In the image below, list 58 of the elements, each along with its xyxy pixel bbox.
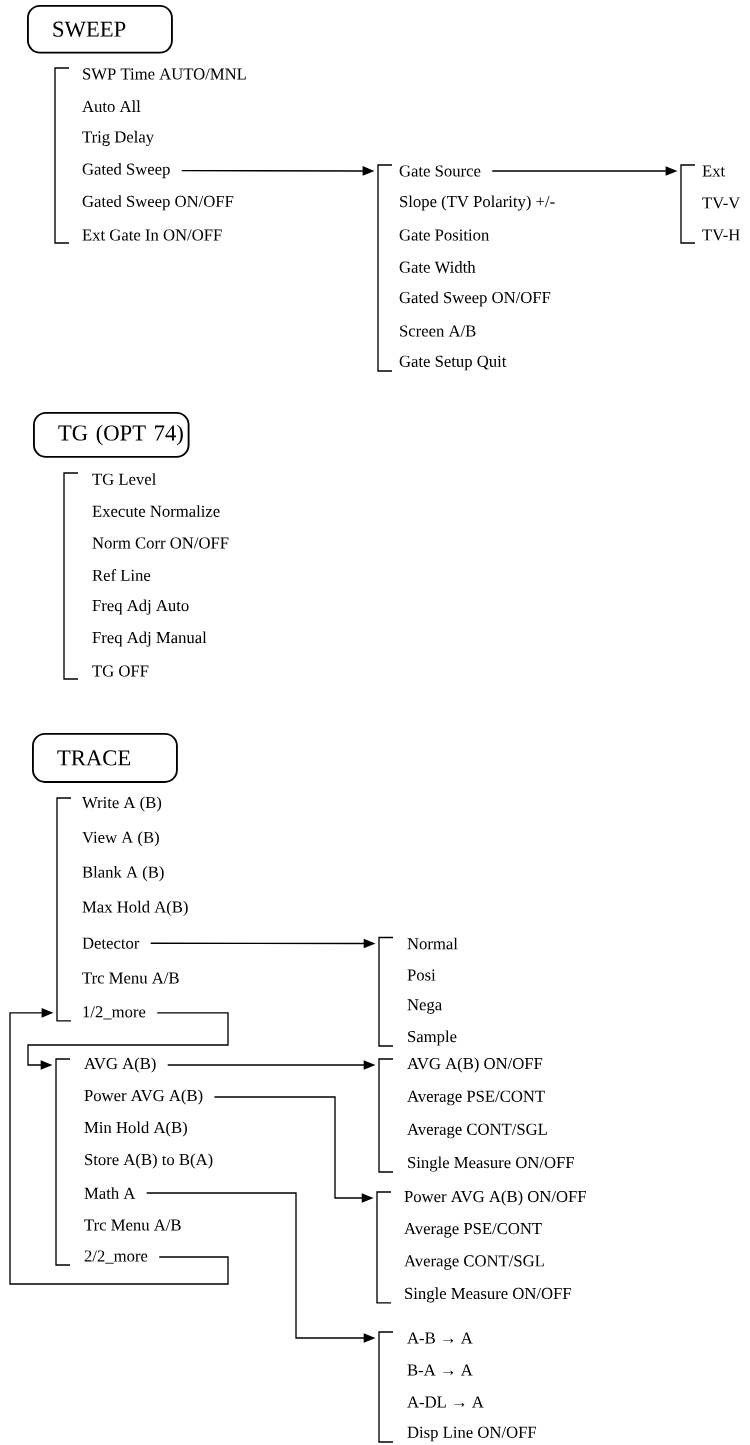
menu-item: TV-H [702,229,740,241]
menu-item: Freq Adj Manual [92,631,207,647]
arrow [27,1012,229,1070]
menu-item: AVG A(B) ON/OFF [407,1057,543,1073]
menu-item: A-B → A [407,1332,473,1344]
menu-item: 2/2_more [84,1250,148,1264]
menu-item: Gate Setup Quit [399,355,507,371]
menu-item: AVG A(B) [84,1057,156,1073]
menu-item: B-A → A [407,1364,473,1376]
menu-item: Normal [407,937,458,950]
menu-item: Execute Normalize [92,505,220,517]
menu-item: TV-V [702,197,741,209]
menu-item: Write A (B) [82,796,162,812]
menu-item: Gate Width [399,261,476,273]
menu-item: Store A(B) to B(A) [85,1153,213,1169]
menu-item: Power AVG A(B) ON/OFF [404,1190,586,1206]
menu-item: Ref Line [92,569,151,581]
menu-item: TG Level [92,473,156,485]
menu-item: Nega [407,999,442,1014]
menu-item: Single Measure ON/OFF [408,1156,574,1172]
menu-item: Ext [702,165,726,177]
menu-item: Norm Corr ON/OFF [92,537,229,549]
menu-item: Screen A/B [400,325,476,337]
menu-item: A-DL → A [407,1396,484,1408]
menu-item: Ext Gate In ON/OFF [82,229,222,241]
menu-item: Trig Delay [82,130,154,146]
menu-item: SWP Time AUTO/MNL [83,68,246,80]
menu-title-box: SWEEP [27,5,173,54]
menu-item: Freq Adj Auto [92,599,189,615]
menu-item: Average PSE/CONT [407,1090,545,1106]
menu-item: TG OFF [92,665,149,677]
menu-item: Gate Source [399,165,481,177]
arrow [9,1007,229,1285]
menu-item: Average PSE/CONT [404,1223,542,1238]
menu-item: Blank A (B) [82,866,164,882]
menu-item: Sample [408,1030,457,1046]
menu-title-box: TRACE [32,733,178,783]
menu-title-box: TG (OPT 74) [33,412,190,458]
menu-item: Gate Position [399,229,490,241]
menu-item: Gated Sweep ON/OFF [82,195,234,211]
menu-item: Power AVG A(B) [84,1089,203,1105]
menu-item: Posi [407,969,436,981]
menu-item: Min Hold A(B) [84,1121,187,1137]
menu-item: Disp Line ON/OFF [407,1426,537,1442]
menu-item: Max Hold A(B) [82,900,188,916]
menu-item: Auto All [82,100,141,113]
menu-item: Math A [84,1187,136,1199]
menu-item: View A (B) [82,831,159,847]
menu-item: Average CONT/SGL [407,1123,547,1139]
menu-item: Average CONT/SGL [404,1255,544,1270]
menu-item: Gated Sweep ON/OFF [399,291,551,307]
menu-item: Slope (TV Polarity) +/- [400,195,555,211]
menu-item: Single Measure ON/OFF [405,1287,571,1303]
menu-item: Trc Menu A/B [82,972,179,984]
menu-item: Gated Sweep [82,163,170,179]
menu-item: 1/2_more [83,1006,146,1020]
menu-item: Detector [82,937,140,949]
menu-item: Trc Menu A/B [84,1219,181,1231]
